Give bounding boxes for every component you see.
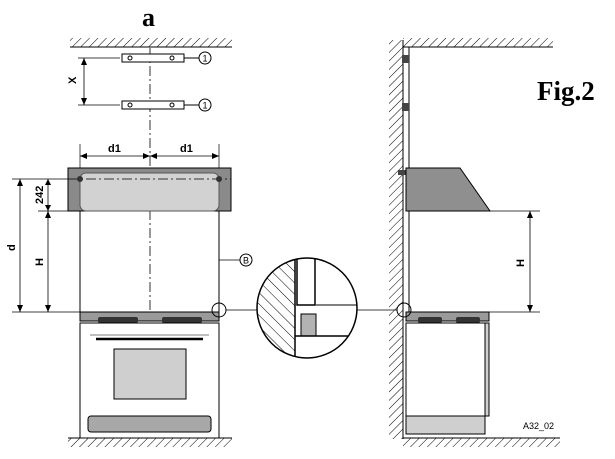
floor-hatch-right	[403, 437, 560, 447]
wall-bracket-hood	[398, 170, 406, 175]
wall-bracket-upper	[402, 55, 409, 63]
figure-label: Fig.2	[537, 76, 595, 106]
drawing-code: A32_02	[523, 421, 554, 431]
svg-text:d1: d1	[180, 143, 193, 155]
dimension-h-right: H	[489, 211, 540, 313]
dimension-vertical-left: d 242 H	[6, 178, 80, 313]
dimension-d1: d1 d1	[79, 143, 220, 176]
side-panel-lines: B	[79, 211, 253, 312]
svg-text:H: H	[34, 258, 46, 266]
floor-hatch-left	[68, 437, 232, 447]
callout-b: B	[243, 256, 249, 266]
zoom-detail	[256, 257, 358, 359]
svg-text:d: d	[6, 244, 18, 251]
wall-bracket-lower	[402, 103, 409, 111]
callout-1-upper: 1	[203, 54, 208, 64]
hood-front-view	[67, 167, 232, 212]
wall-hatch	[389, 40, 404, 439]
panel-label: a	[142, 3, 155, 32]
callout-1-lower: 1	[203, 101, 208, 111]
mounting-bracket-upper: 1	[121, 51, 212, 65]
ceiling-hatch-right	[403, 38, 553, 48]
cooker-front-view	[79, 311, 220, 439]
hood-side-view	[405, 167, 540, 212]
dimension-x: X	[67, 57, 120, 106]
svg-text:d1: d1	[108, 143, 121, 155]
svg-text:H: H	[515, 259, 527, 267]
ceiling-hatch	[70, 38, 232, 48]
svg-text:X: X	[67, 76, 79, 84]
mounting-bracket-lower: 1	[121, 98, 212, 112]
detail-marker-right	[396, 302, 412, 318]
cooker-side-view	[405, 311, 490, 435]
svg-text:242: 242	[34, 186, 46, 204]
